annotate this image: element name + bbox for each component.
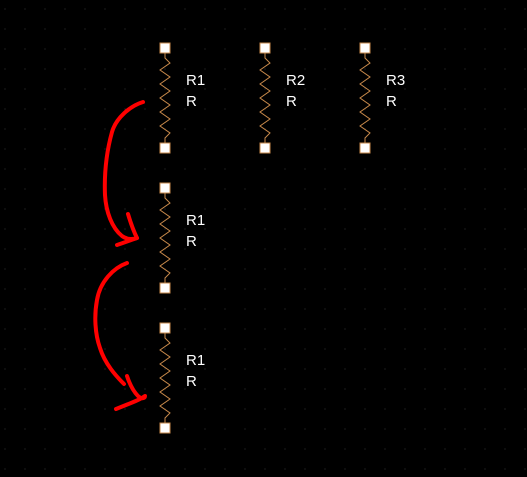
arrowhead bbox=[115, 212, 139, 247]
pin-top[interactable] bbox=[259, 42, 271, 54]
component-designator: R1 bbox=[186, 72, 205, 89]
component-value: R bbox=[186, 373, 197, 390]
pin-bottom[interactable] bbox=[159, 142, 171, 154]
resistor-r1-middle[interactable]: R1 R bbox=[159, 182, 205, 294]
component-designator: R3 bbox=[386, 72, 405, 89]
resistor-body[interactable] bbox=[159, 53, 171, 143]
resistor-r2[interactable]: R2 R bbox=[259, 42, 305, 154]
resistor-body[interactable] bbox=[359, 53, 371, 143]
pin-bottom[interactable] bbox=[359, 142, 371, 154]
component-designator: R1 bbox=[186, 352, 205, 369]
resistor-body[interactable] bbox=[259, 53, 271, 143]
component-value: R bbox=[186, 93, 197, 110]
component-value: R bbox=[386, 93, 397, 110]
component-designator: R2 bbox=[286, 72, 305, 89]
pin-top[interactable] bbox=[159, 42, 171, 54]
resistor-body[interactable] bbox=[159, 193, 171, 283]
pin-bottom[interactable] bbox=[259, 142, 271, 154]
component-value: R bbox=[186, 233, 197, 250]
resistor-body[interactable] bbox=[159, 333, 171, 423]
pin-top[interactable] bbox=[159, 322, 171, 334]
component-value: R bbox=[286, 93, 297, 110]
annotation-arrow-2 bbox=[93, 261, 147, 411]
arrowhead bbox=[114, 374, 147, 411]
pin-top[interactable] bbox=[359, 42, 371, 54]
resistor-r1-bottom[interactable]: R1 R bbox=[159, 322, 205, 434]
annotation-arrow-1 bbox=[102, 100, 145, 247]
pin-bottom[interactable] bbox=[159, 422, 171, 434]
arrow-stroke bbox=[93, 261, 129, 386]
component-designator: R1 bbox=[186, 212, 205, 229]
resistor-r1-top[interactable]: R1 R bbox=[159, 42, 205, 154]
arrow-stroke bbox=[102, 100, 145, 242]
pin-bottom[interactable] bbox=[159, 282, 171, 294]
pin-top[interactable] bbox=[159, 182, 171, 194]
resistor-r3[interactable]: R3 R bbox=[359, 42, 405, 154]
